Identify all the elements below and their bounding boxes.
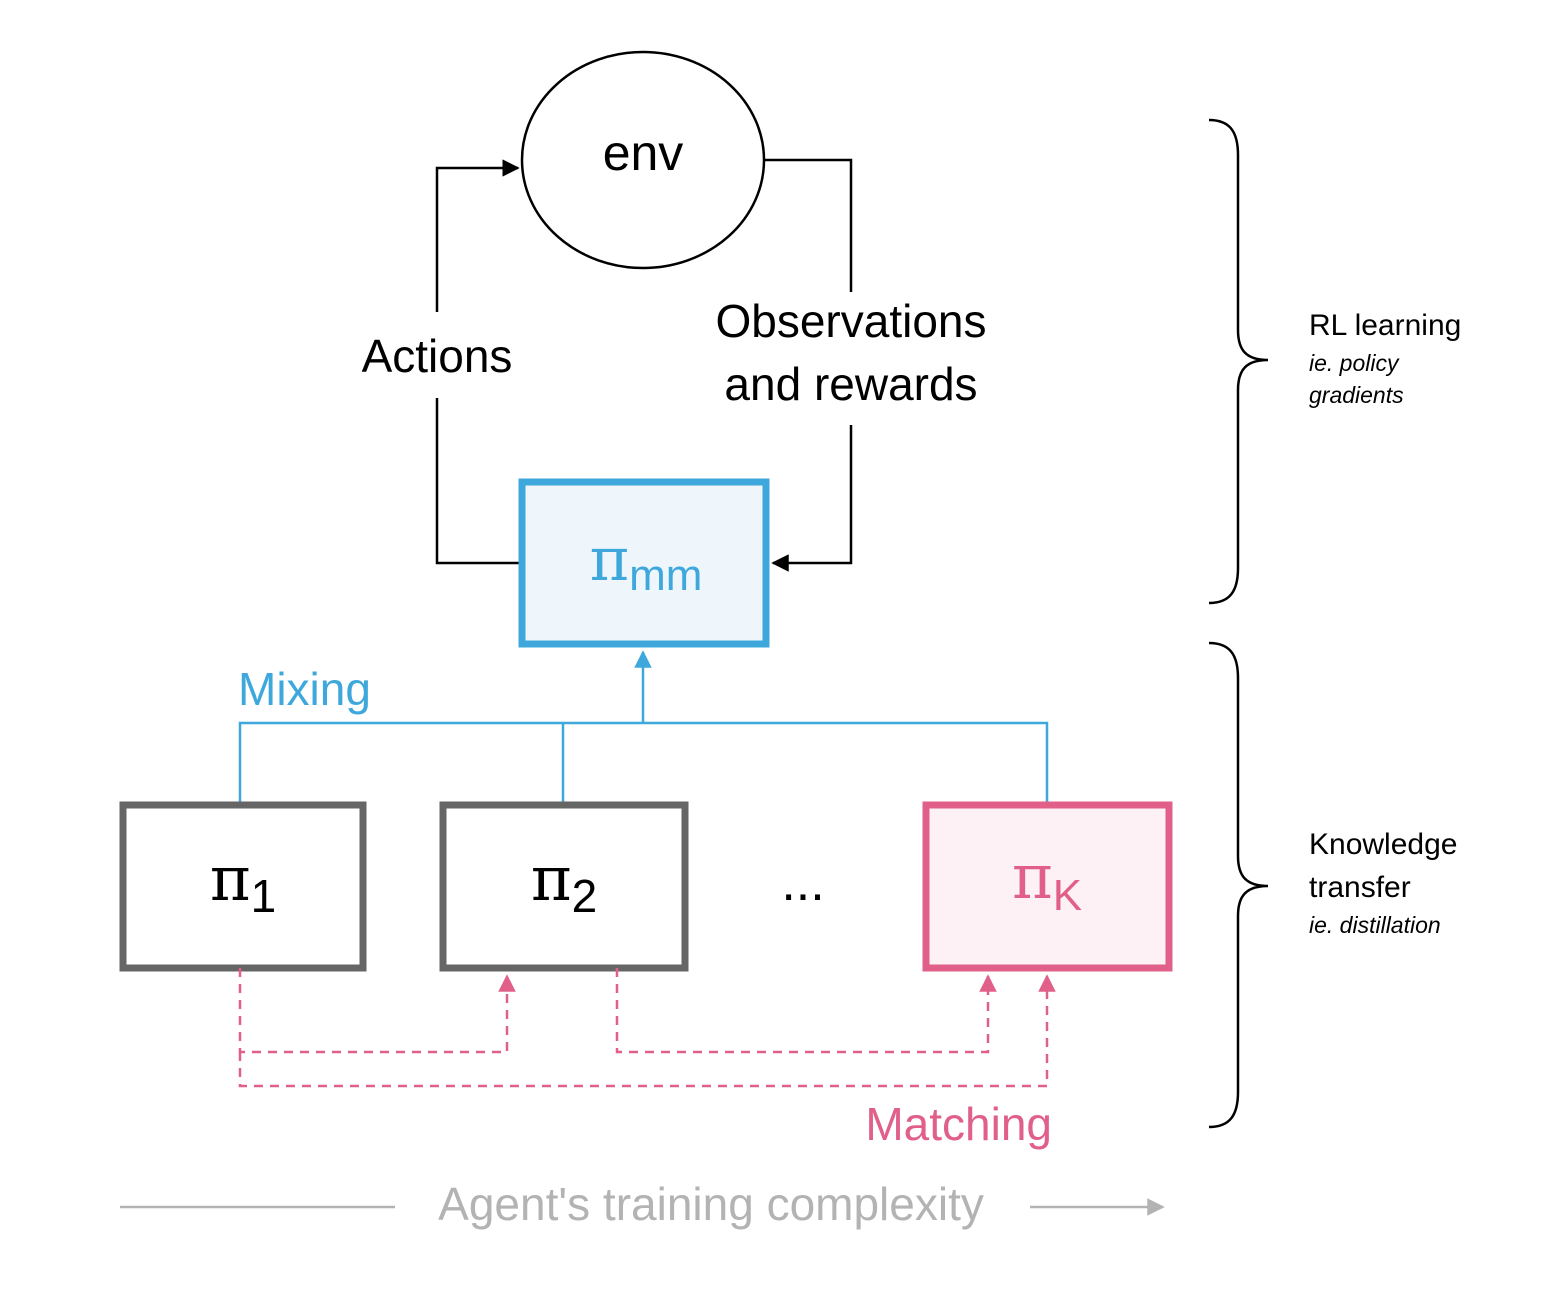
actions-label: Actions — [362, 330, 513, 382]
env-node — [520, 50, 766, 270]
actions-connector-upper — [435, 159, 520, 312]
knowledge-transfer-title-2: transfer — [1309, 871, 1411, 904]
knowledge-transfer-brace — [1208, 641, 1269, 1129]
complexity-axis-label: Agent's training complexity — [438, 1178, 984, 1230]
mixture-policy-label: πmm — [590, 525, 703, 600]
matching-label: Matching — [865, 1098, 1052, 1150]
policy-1-box — [119, 801, 367, 972]
policy-2-label: π2 — [531, 842, 597, 922]
policy-2-pi-symbol: π — [531, 842, 572, 915]
policy-1-pi-symbol: π — [210, 842, 251, 915]
rl-learning-sub-2: gradients — [1309, 382, 1404, 408]
rl-learning-brace — [1208, 118, 1269, 605]
policy-1-label: π1 — [210, 842, 276, 922]
mixing-connector — [238, 721, 1049, 802]
policy-ellipsis: ... — [781, 854, 824, 912]
matching-connector-1-to-2 — [238, 968, 516, 1054]
policy-2-subscript: 2 — [572, 870, 598, 922]
mixture-pi-symbol: π — [590, 525, 629, 595]
policy-k-box — [922, 801, 1173, 972]
observations-connector-lower — [771, 425, 853, 572]
policy-2-box — [439, 801, 689, 972]
observations-label-line1: Observations — [715, 295, 986, 347]
actions-connector-lower — [435, 398, 521, 565]
rl-learning-title: RL learning — [1309, 309, 1461, 342]
rl-learning-sub-1: ie. policy — [1309, 350, 1400, 376]
policy-1-subscript: 1 — [251, 870, 277, 922]
observations-connector-upper — [765, 158, 853, 292]
matching-connector-2-to-k — [615, 968, 997, 1054]
mixture-subscript: mm — [629, 551, 702, 600]
mixing-label: Mixing — [238, 663, 371, 715]
knowledge-transfer-sub: ie. distillation — [1309, 912, 1441, 938]
env-label: env — [603, 125, 684, 181]
policy-k-subscript: K — [1053, 871, 1082, 920]
policy-k-pi-symbol: π — [1012, 840, 1053, 913]
observations-label-line2: and rewards — [724, 358, 977, 410]
matching-connector-1-to-k — [238, 974, 1056, 1088]
knowledge-transfer-title-1: Knowledge — [1309, 828, 1457, 861]
policy-k-label: πK — [1012, 840, 1082, 920]
mixture-policy-box — [518, 478, 770, 648]
